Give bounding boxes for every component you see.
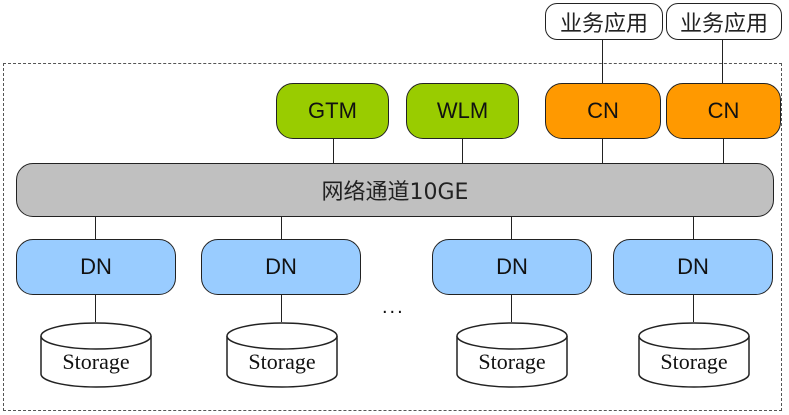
connector-network-dn2 [281,217,282,239]
connector-cn1-network [602,139,603,163]
connector-network-dn3 [511,217,512,239]
cn-node-2: CN [666,83,781,139]
dn-node-3: DN [432,239,592,295]
connector-network-dn1 [95,217,96,239]
connector-app1-cn1 [602,40,603,83]
business-app-2: 业务应用 [666,3,782,40]
connector-wlm-network [462,139,463,163]
business-app-1: 业务应用 [545,3,663,40]
network-channel: 网络通道10GE [16,163,774,217]
connector-dn2-storage [281,295,282,322]
database-cylinder-icon [40,322,152,388]
storage-label: Storage [478,349,546,374]
storage-label: Storage [62,349,130,374]
dn-node-2: DN [201,239,361,295]
connector-dn3-storage [511,295,512,322]
connector-app2-cn2 [722,40,723,83]
connector-gtm-network [333,139,334,163]
connector-cn2-network [723,139,724,163]
storage-4: Storage [638,322,750,388]
connector-dn1-storage [95,295,96,322]
database-cylinder-icon [456,322,568,388]
dn-node-1: DN [16,239,176,295]
storage-1: Storage [40,322,152,388]
storage-label: Storage [248,349,316,374]
storage-2: Storage [226,322,338,388]
connector-network-dn4 [693,217,694,239]
cluster-boundary [3,63,782,411]
more-nodes-ellipsis: ... [382,296,405,318]
storage-3: Storage [456,322,568,388]
cn-node-1: CN [545,83,661,139]
wlm-node: WLM [406,83,519,139]
dn-node-4: DN [613,239,773,295]
storage-label: Storage [660,349,728,374]
database-cylinder-icon [226,322,338,388]
database-cylinder-icon [638,322,750,388]
gtm-node: GTM [276,83,389,139]
connector-dn4-storage [693,295,694,322]
